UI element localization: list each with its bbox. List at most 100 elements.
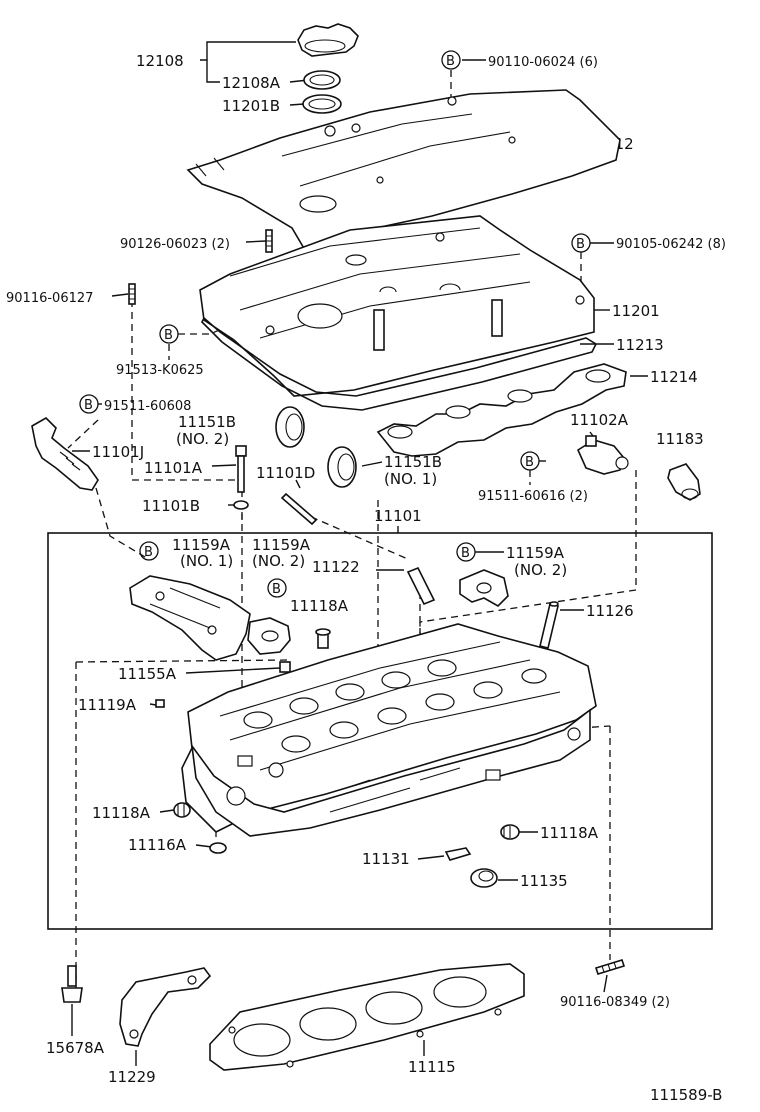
label-11135: 11135 bbox=[520, 872, 568, 890]
label-15678A: 15678A bbox=[46, 1039, 105, 1057]
label-90116-08349: 90116-08349 (2) bbox=[560, 995, 670, 1010]
label-91513-K0625: 91513-K0625 bbox=[116, 363, 204, 378]
dowel-11122 bbox=[406, 566, 436, 606]
stud-90116-08349 bbox=[594, 959, 626, 975]
label-90116-06127: 90116-06127 bbox=[6, 291, 93, 306]
stud-15678A bbox=[61, 965, 83, 1003]
cylinder-head-group-box bbox=[47, 532, 713, 930]
svg-text:B: B bbox=[461, 546, 470, 561]
plug-11183 bbox=[667, 463, 701, 501]
label-11213: 11213 bbox=[616, 336, 664, 354]
bracket-11229 bbox=[119, 967, 212, 1047]
label-11101J: 11101J bbox=[92, 443, 144, 461]
camshaft-oil-seal-11151B-no2 bbox=[275, 406, 305, 448]
label-11131: 11131 bbox=[362, 850, 410, 868]
label-11101A: 11101A bbox=[144, 459, 203, 477]
svg-text:B: B bbox=[576, 237, 585, 252]
label-11201B: 11201B bbox=[222, 97, 280, 115]
label-11183: 11183 bbox=[656, 430, 704, 448]
label-11126: 11126 bbox=[586, 602, 634, 620]
label-11101B: 11101B bbox=[142, 497, 200, 515]
svg-text:B: B bbox=[84, 398, 93, 413]
svg-text:B: B bbox=[144, 545, 153, 560]
label-11151B-no2-sub: (NO. 2) bbox=[176, 430, 229, 448]
head-cover-11212 bbox=[186, 89, 621, 282]
label-90105-06242: 90105-06242 (8) bbox=[616, 237, 726, 252]
label-11116A: 11116A bbox=[128, 836, 187, 854]
label-11102A: 11102A bbox=[570, 411, 629, 429]
label-11118A-top: 11118A bbox=[290, 597, 349, 615]
cam-position-sensor-11101J bbox=[31, 417, 99, 491]
pipe-11126 bbox=[539, 601, 559, 649]
plug-11118A-left bbox=[173, 802, 191, 818]
label-11155A: 11155A bbox=[118, 665, 177, 683]
stud-11101D bbox=[280, 492, 318, 526]
label-11159A-no2-left: 11159A bbox=[252, 536, 311, 554]
pin-11119A bbox=[155, 699, 165, 708]
cylinder-head-11101 bbox=[181, 623, 597, 837]
label-11159A-no2-left-sub: (NO. 2) bbox=[252, 552, 305, 570]
svg-text:B: B bbox=[525, 455, 534, 470]
plug-11118A-top bbox=[315, 628, 331, 649]
label-11159A-no2-right-sub: (NO. 2) bbox=[514, 561, 567, 579]
label-90110-06024: 90110-06024 (6) bbox=[488, 55, 598, 70]
label-11151B-no2: 11151B bbox=[178, 413, 236, 431]
label-11122: 11122 bbox=[312, 558, 360, 576]
diagram-id: 111589-B bbox=[650, 1086, 722, 1104]
badge-b-90105: B bbox=[571, 233, 591, 253]
head-gasket-11115 bbox=[209, 963, 525, 1071]
badge-b-11159A-no1: B bbox=[139, 541, 159, 561]
part-labels: 12108 12108A 11201B 90110-06024 (6) 1121… bbox=[6, 52, 726, 1104]
sensor-11102A bbox=[576, 435, 629, 475]
badge-b-11159A-no2-left: B bbox=[267, 578, 287, 598]
badge-b-90110: B bbox=[441, 50, 461, 70]
badge-b-11159A-no2-right: B bbox=[456, 542, 476, 562]
badge-b-91511-60616: B bbox=[520, 451, 540, 471]
plug-11118A-right bbox=[500, 824, 520, 840]
washer-11101B bbox=[233, 500, 249, 510]
label-11214: 11214 bbox=[650, 368, 698, 386]
label-11101D: 11101D bbox=[256, 464, 315, 482]
badge-b-91511-60608: B bbox=[79, 394, 99, 414]
stud-90116-06127 bbox=[128, 283, 136, 305]
plug-tube-gasket-11214 bbox=[376, 363, 627, 457]
label-12108A: 12108A bbox=[222, 74, 281, 92]
bolt-11101A bbox=[235, 445, 247, 493]
oil-filler-cap-12108 bbox=[297, 23, 359, 57]
label-11101: 11101 bbox=[374, 507, 422, 525]
bearing-cap-11159A-no1 bbox=[129, 575, 251, 661]
svg-text:B: B bbox=[446, 54, 455, 69]
cap-gasket-12108A bbox=[303, 70, 341, 90]
label-11159A-no1-sub: (NO. 1) bbox=[180, 552, 233, 570]
pin-11155A bbox=[279, 661, 291, 673]
cap-gasket-11201B bbox=[302, 94, 342, 114]
stud-90126-06023 bbox=[265, 229, 273, 253]
label-11115: 11115 bbox=[408, 1058, 456, 1076]
head-cover-gasket-11213 bbox=[201, 316, 598, 411]
svg-text:B: B bbox=[272, 582, 281, 597]
label-11118A-right: 11118A bbox=[540, 824, 599, 842]
pin-11131 bbox=[444, 847, 472, 861]
bearing-cap-11159A-no2-right bbox=[459, 569, 509, 607]
svg-text:B: B bbox=[164, 328, 173, 343]
label-11151B-no1: 11151B bbox=[384, 453, 442, 471]
label-11229: 11229 bbox=[108, 1068, 156, 1086]
label-91511-60616: 91511-60616 (2) bbox=[478, 489, 588, 504]
badge-b-91513: B bbox=[159, 324, 179, 344]
label-11159A-no2-right: 11159A bbox=[506, 544, 565, 562]
label-90126-06023: 90126-06023 (2) bbox=[120, 237, 230, 252]
camshaft-oil-seal-11151B-no1 bbox=[327, 446, 357, 488]
bearing-cap-11159A-no2-left bbox=[247, 617, 291, 655]
seal-11116A bbox=[209, 842, 227, 854]
label-11119A: 11119A bbox=[78, 696, 137, 714]
label-11151B-no1-sub: (NO. 1) bbox=[384, 470, 437, 488]
seal-11135 bbox=[470, 868, 498, 888]
label-91511-60608: 91511-60608 bbox=[104, 399, 191, 414]
camshaft-housing-11201 bbox=[199, 215, 595, 397]
label-11118A-left: 11118A bbox=[92, 804, 151, 822]
label-11201: 11201 bbox=[612, 302, 660, 320]
badges: B B B B B B B B bbox=[79, 50, 591, 598]
label-12108: 12108 bbox=[136, 52, 184, 70]
label-11159A-no1: 11159A bbox=[172, 536, 231, 554]
